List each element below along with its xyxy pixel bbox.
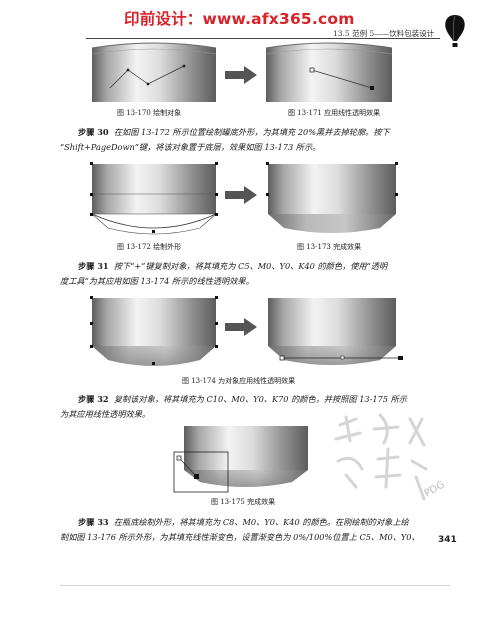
arrow-right-icon	[225, 318, 257, 336]
figure-13-175-can-bottom	[173, 426, 308, 493]
step-label: 步骤 31	[78, 261, 109, 271]
arrow-right-icon	[225, 186, 257, 204]
figure-caption: 图 13-171 应用线性透明效果	[288, 109, 381, 117]
step-33-line2: 制如图 13-176 所示外形，为其填充线性渐变色，设置渐变色为 0%/100%…	[60, 532, 420, 542]
figure-caption: 图 13-174 为对象应用线性透明效果	[182, 377, 296, 385]
step-text: 在瓶底绘制外形，将其填充为 C8、M0、Y0、K40 的颜色。在刚绘制的对象上绘	[113, 517, 409, 527]
figure-13-172-can-bottom-outline	[90, 162, 218, 235]
figure-13-174-transparency-result	[268, 298, 403, 365]
chapter-header: 13.5 范例 5——饮料包装设计	[333, 29, 435, 38]
figure-caption: 图 13-175 完成效果	[211, 498, 276, 506]
step-label: 步骤 30	[78, 127, 109, 137]
balloon-icon	[445, 15, 465, 47]
step-31-line2: 度工具”为其应用如图 13-174 所示的线性透明效果。	[60, 276, 254, 286]
step-30-line2: “Shift+PageDown”键，将该对象置于底层，效果如图 13-173 所…	[60, 142, 321, 152]
figure-13-174-can-copy	[90, 296, 218, 366]
step-33-line1: 步骤 33 在瓶底绘制外形，将其填充为 C8、M0、Y0、K40 的颜色。在刚绘…	[78, 515, 409, 530]
site-watermark: 印前设计：www.afx365.com	[124, 10, 355, 28]
step-30-line1: 步骤 30 在如图 13-172 所示位置绘制罐底外形，为其填充 20%黑并去掉…	[78, 125, 390, 140]
step-32-line2: 为其应用线性透明效果。	[60, 409, 151, 419]
step-text: 复制该对象，将其填充为 C10、M0、Y0、K70 的颜色，并按照图 13-17…	[113, 394, 407, 404]
figure-13-170-can-top	[91, 42, 217, 102]
step-text: 在如图 13-172 所示位置绘制罐底外形，为其填充 20%黑并去掉轮廓。按下	[113, 127, 390, 137]
figure-13-171-can-top	[265, 42, 393, 102]
step-31-line1: 步骤 31 按下“+”键复制对象，将其填充为 C5、M0、Y0、K40 的颜色，…	[78, 259, 387, 274]
step-label: 步骤 33	[78, 517, 109, 527]
header-divider	[86, 38, 440, 39]
figure-caption: 图 13-172 绘制外形	[117, 243, 182, 251]
arrow-right-icon	[225, 66, 257, 84]
figure-13-173-can-bottom-result	[266, 162, 398, 233]
step-32-line1: 步骤 32 复制该对象，将其填充为 C10、M0、Y0、K70 的颜色，并按照图…	[78, 392, 407, 407]
step-text: 按下“+”键复制对象，将其填充为 C5、M0、Y0、K40 的颜色，使用“透明	[113, 261, 388, 271]
page-number: 341	[438, 535, 457, 545]
figure-caption: 图 13-173 完成效果	[297, 243, 362, 251]
seal-stamp	[334, 413, 428, 501]
page-bottom-rule	[60, 585, 450, 586]
step-label: 步骤 32	[78, 394, 109, 404]
figure-caption: 图 13-170 绘制对象	[117, 109, 182, 117]
